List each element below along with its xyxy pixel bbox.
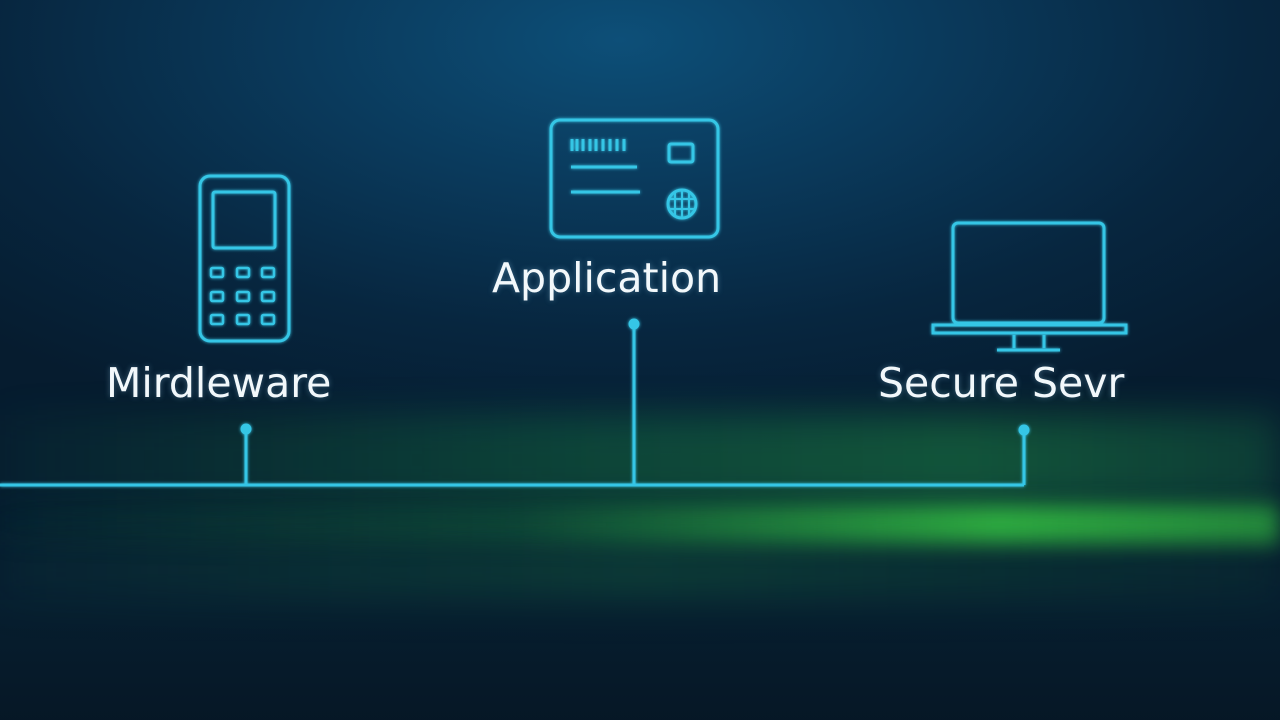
connector-dot-secure-server [1018, 424, 1030, 436]
secure-server-label: Secure Sevr [878, 359, 1125, 407]
connector-dot-middleware [240, 423, 252, 435]
connector-dot-application [628, 318, 640, 330]
id-card-icon [549, 118, 720, 239]
application-label: Application [492, 254, 722, 302]
laptop-icon [931, 221, 1128, 352]
mobile-phone-icon [198, 174, 291, 343]
middleware-label: Mirdleware [106, 359, 332, 407]
